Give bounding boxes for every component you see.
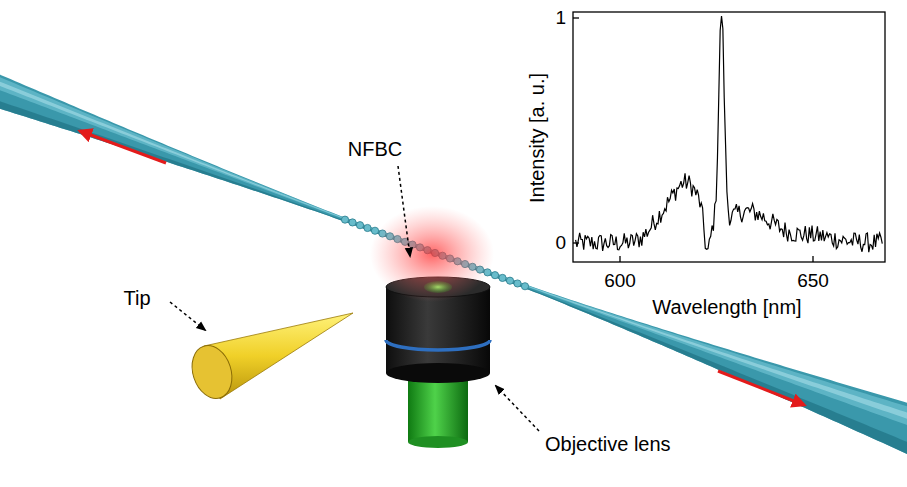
cavity-bead <box>521 283 528 290</box>
spectrum-plot <box>573 12 885 262</box>
tick-label: 0 <box>555 232 566 254</box>
cavity-bead <box>349 219 356 226</box>
cavity-bead <box>499 274 506 281</box>
leader-line <box>170 302 205 330</box>
light-arrow <box>718 371 804 405</box>
leader-line <box>398 166 410 256</box>
part-label: NFBC <box>348 138 402 161</box>
leader-line <box>496 386 539 431</box>
cavity-glow <box>370 206 494 302</box>
cavity-bead <box>356 222 363 229</box>
axis-title: Wavelength [nm] <box>652 296 801 319</box>
part-label: Objective lens <box>545 433 671 456</box>
tip-cone <box>186 313 353 404</box>
part-label: Tip <box>123 287 150 310</box>
tick-label: 650 <box>797 270 829 292</box>
cavity-bead <box>514 280 521 287</box>
cavity-bead <box>364 224 371 231</box>
spectrum-curve <box>576 16 883 252</box>
cavity-bead <box>341 216 348 223</box>
tick-label: 1 <box>555 7 566 29</box>
axis-title: Intensity [a. u.] <box>526 73 549 203</box>
cavity-bead <box>491 272 498 279</box>
light-arrow <box>80 131 166 163</box>
objective-lens <box>386 277 490 448</box>
tick-label: 600 <box>604 270 636 292</box>
cavity-bead <box>506 277 513 284</box>
